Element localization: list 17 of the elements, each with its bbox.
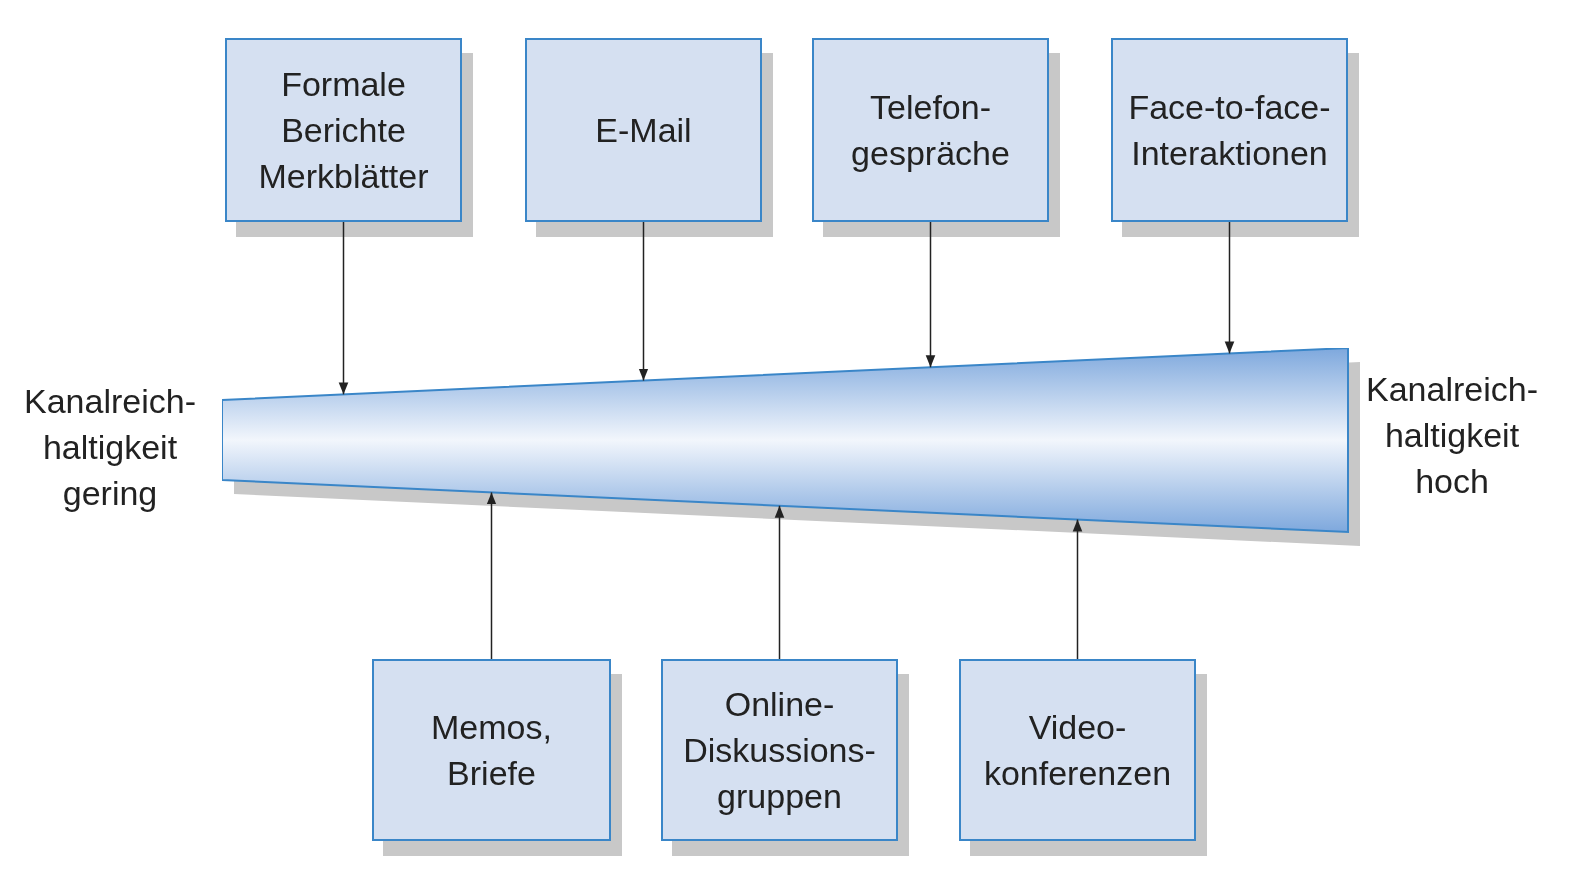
arrow (486, 491, 497, 660)
box-label: Video- konferenzen (982, 707, 1173, 794)
box-label: Online- Diskussions- gruppen (682, 684, 877, 817)
arrow (638, 221, 649, 382)
arrow (774, 505, 785, 660)
arrow (338, 221, 349, 396)
scale-end-label: Kanalreich- haltigkeit gering (23, 381, 197, 514)
scale-end-label: Kanalreich- haltigkeit hoch (1365, 369, 1539, 502)
tapered-bar (222, 348, 1363, 548)
box-label: Face-to-face- Interaktionen (1127, 87, 1332, 174)
arrow (1224, 221, 1235, 355)
arrow (1072, 518, 1083, 660)
box-label: Formale Berichte Merkblätter (257, 64, 430, 197)
box-label: Telefon- gespräche (850, 87, 1011, 174)
arrow (925, 221, 936, 369)
box-label: E-Mail (595, 110, 692, 151)
box-label: Memos, Briefe (430, 707, 553, 794)
